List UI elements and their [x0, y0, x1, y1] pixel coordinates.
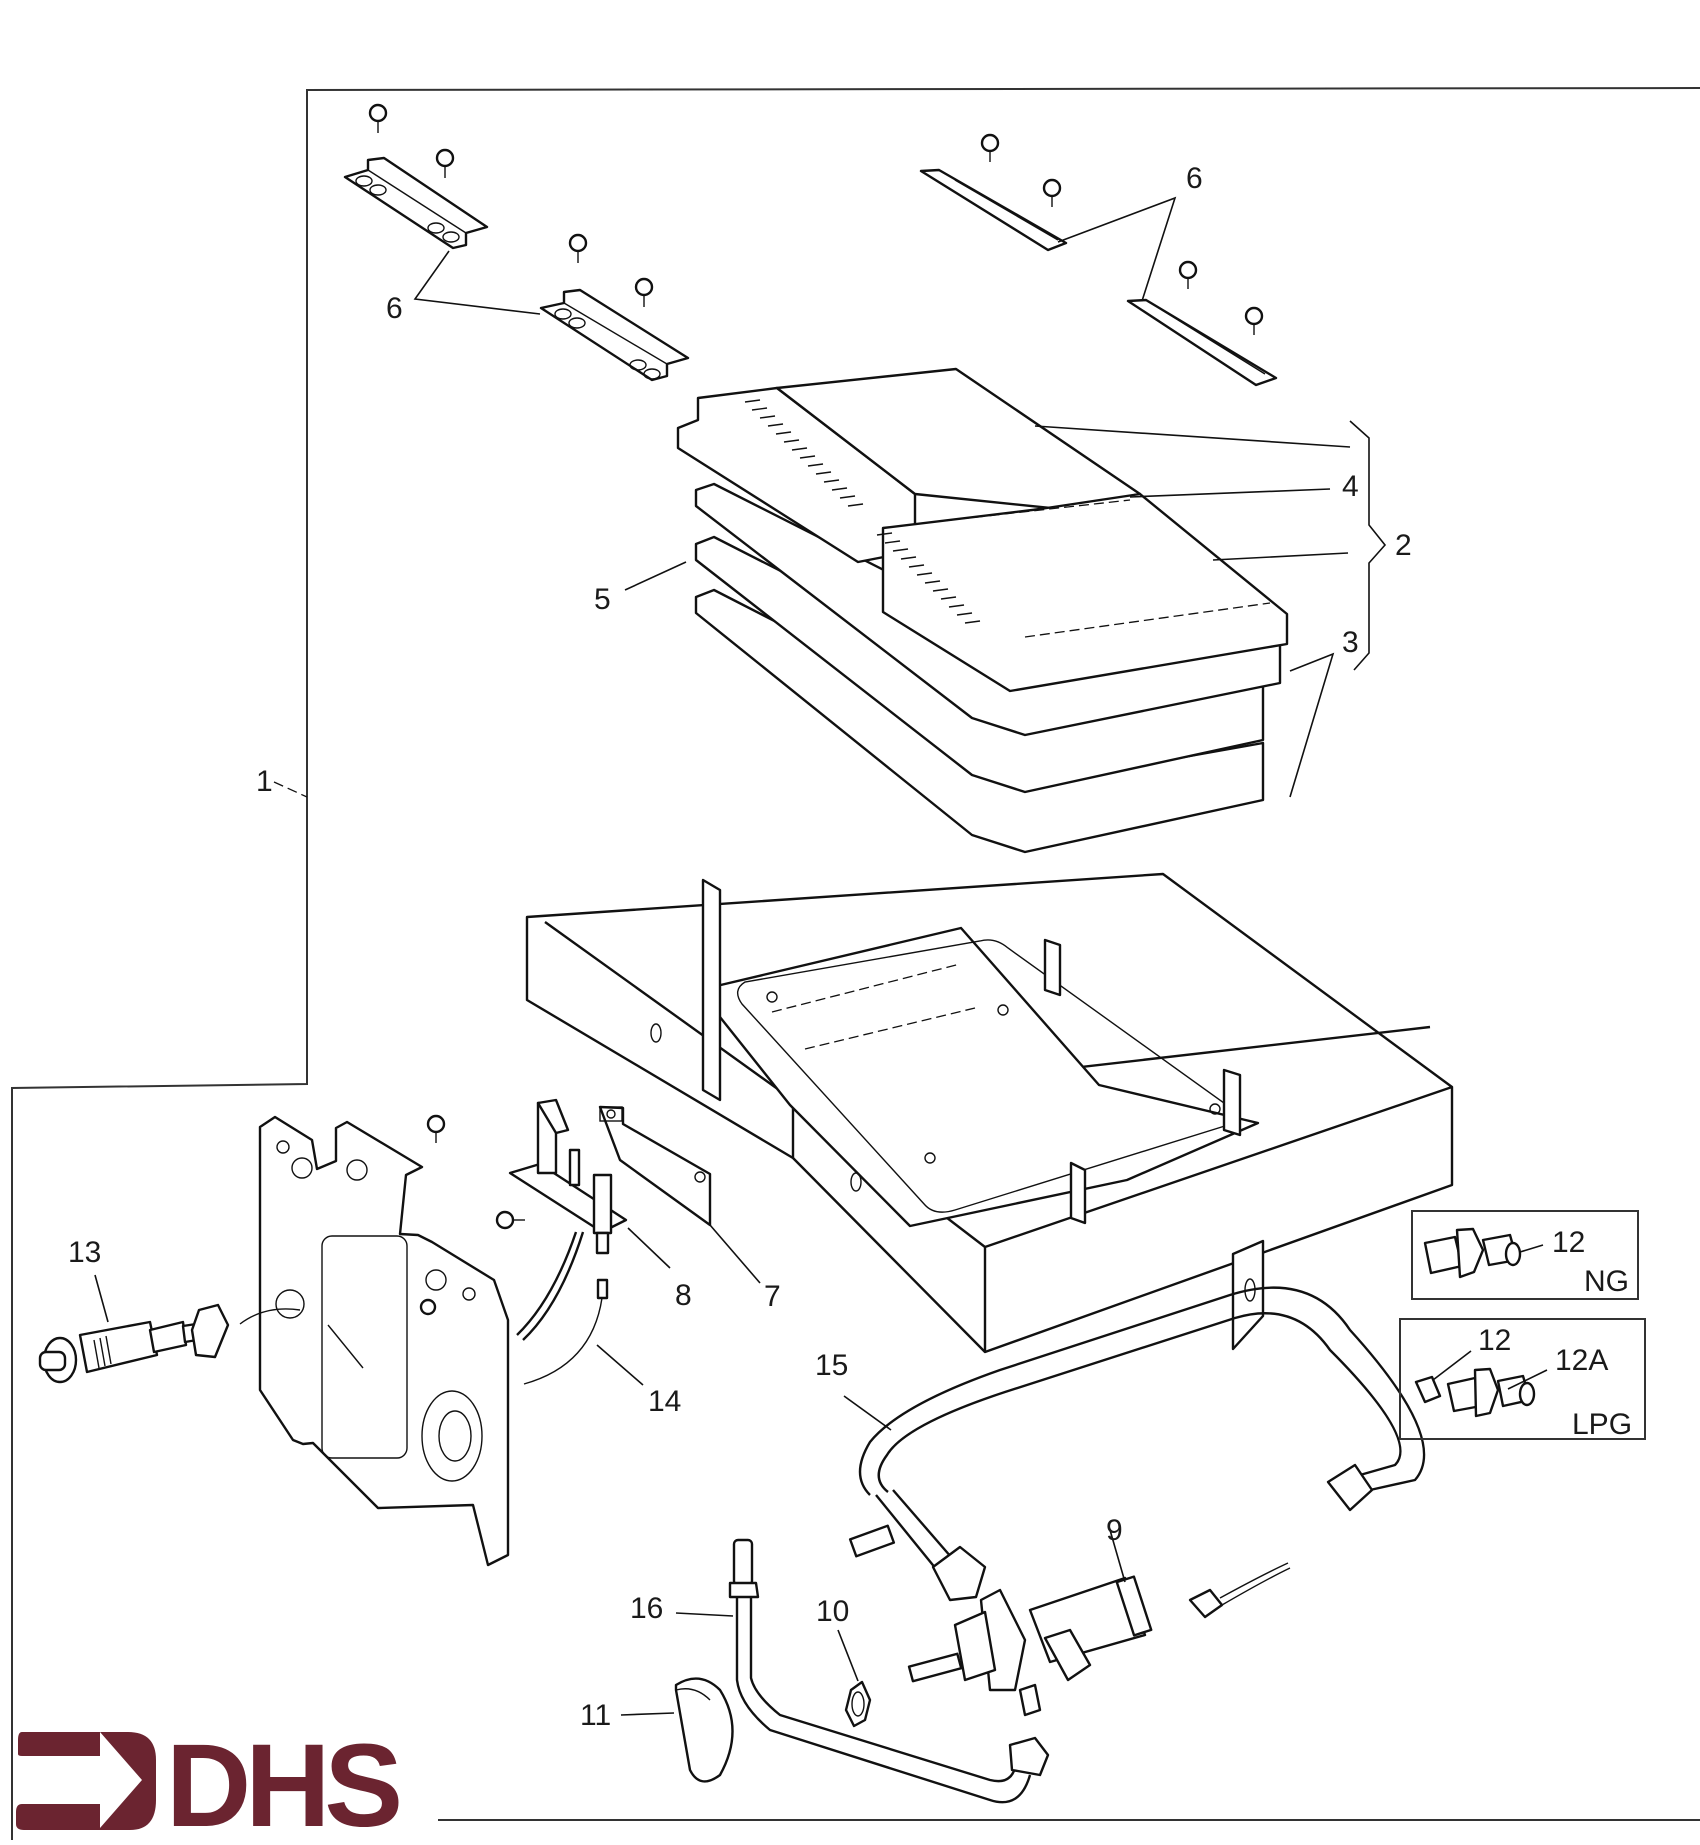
callout-16: 16 [630, 1592, 663, 1625]
callout-15: 15 [815, 1349, 848, 1382]
logo-arrow-icon [16, 1732, 156, 1830]
gas-valve [907, 1562, 1291, 1717]
leader-line [675, 1612, 734, 1617]
pilot-bracket [598, 1105, 712, 1227]
orifice-fitting-icon [1414, 1375, 1442, 1404]
leader-line [843, 1395, 892, 1431]
mounting-bracket [343, 156, 489, 250]
callout-14: 14 [648, 1385, 681, 1418]
screw-icon [426, 1114, 446, 1143]
adapter-fitting-icon [1446, 1367, 1536, 1418]
leader-line [624, 561, 687, 591]
leader-line [413, 250, 541, 315]
callout-13: 13 [68, 1236, 101, 1269]
burner-tray [525, 872, 1454, 1354]
screw-icon [435, 148, 455, 178]
assembly-frame [11, 87, 1700, 1840]
dhs-logo: DHS [16, 1720, 405, 1845]
lpg-part-label-12a: 12A [1555, 1344, 1608, 1377]
callout-7: 7 [764, 1280, 781, 1313]
leader-line [1212, 552, 1349, 561]
lpg-gas-label: LPG [1572, 1408, 1632, 1441]
callout-9: 9 [1106, 1514, 1123, 1547]
callout-11: 11 [580, 1699, 611, 1732]
leader-line [1034, 425, 1351, 448]
control-knob [674, 1677, 734, 1783]
screw-icon [634, 277, 654, 307]
screw-icon [368, 103, 388, 133]
leader-line [1289, 652, 1335, 798]
control-panel-plate [258, 1115, 510, 1567]
leader-line [1057, 196, 1177, 302]
callout-6-right: 6 [1186, 162, 1203, 195]
leader-line [1109, 1529, 1126, 1583]
brace-icon [1349, 420, 1387, 671]
screw-icon [980, 133, 1000, 162]
ng-part-label: 12 [1552, 1226, 1585, 1259]
leader-line [273, 781, 308, 798]
plaque-slots [744, 399, 981, 624]
callout-10: 10 [816, 1595, 849, 1628]
ng-gas-label: NG [1584, 1265, 1629, 1298]
lpg-orifice-inset [1399, 1318, 1646, 1440]
screw-icon [1178, 260, 1198, 289]
piezo-igniter [38, 1303, 301, 1384]
mounting-bracket [919, 168, 1068, 252]
mounting-bracket [1126, 298, 1278, 387]
screw-icon [495, 1210, 525, 1230]
logo-text: DHS [166, 1720, 399, 1840]
lpg-part-label-12: 12 [1478, 1324, 1511, 1357]
callout-6-left: 6 [386, 292, 403, 325]
mounting-bracket [539, 288, 690, 382]
callout-4: 4 [1342, 470, 1359, 503]
radiant-plaque-assembly [676, 367, 1289, 854]
pilot-supply-tube [728, 1538, 1050, 1804]
callout-8: 8 [675, 1279, 692, 1312]
ng-orifice-inset [1411, 1210, 1639, 1300]
pilot-assembly [508, 1098, 628, 1385]
orifice-fitting-icon [1423, 1227, 1522, 1279]
callout-5: 5 [594, 583, 611, 616]
leader-line [1129, 488, 1331, 498]
leader-line [94, 1274, 109, 1323]
callout-labels: 1 2 3 4 5 6 6 7 8 9 10 11 13 14 15 16 12… [68, 162, 1632, 1732]
callout-3: 3 [1342, 626, 1359, 659]
locknut [844, 1680, 872, 1728]
gas-supply-pipe [848, 1286, 1426, 1602]
leader-line [627, 1227, 671, 1269]
leader-line [837, 1629, 859, 1682]
screw-icon [1244, 306, 1264, 335]
leader-line [709, 1224, 761, 1284]
callout-1: 1 [256, 765, 273, 798]
screw-icon [568, 233, 588, 263]
screw-icon [1042, 178, 1062, 207]
leader-line [620, 1712, 675, 1716]
callout-2: 2 [1395, 529, 1412, 562]
leader-line [596, 1344, 644, 1386]
